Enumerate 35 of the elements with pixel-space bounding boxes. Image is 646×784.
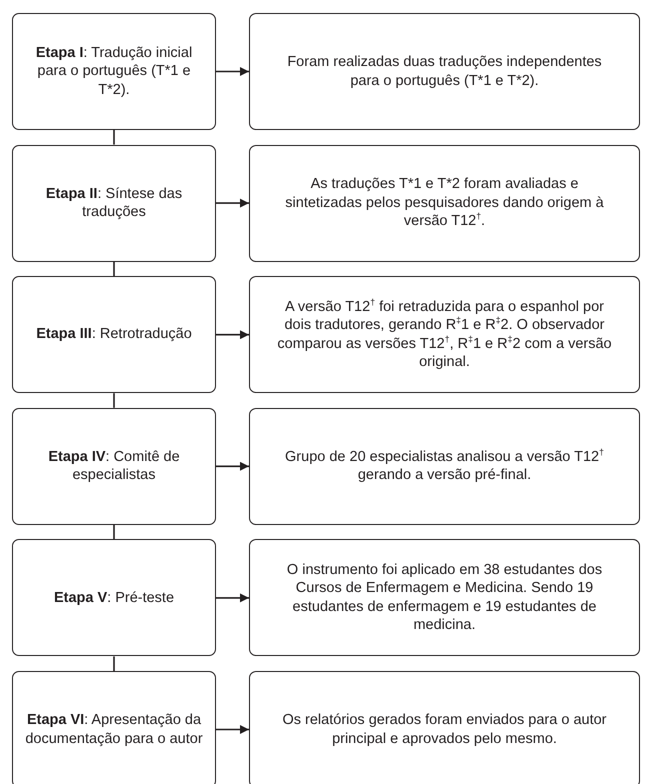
step-box: [12, 671, 216, 784]
arrow: [216, 198, 249, 208]
arrow: [216, 725, 249, 734]
step-box: [12, 408, 216, 525]
description-box: [249, 276, 640, 394]
description-text: O instrumento foi aplicado em 38 estudantes dos Cursos de Enfermagem e Medicina. Sendo 19 estudantes de enfermagem e 19 estudantes de medicina.: [286, 560, 604, 635]
arrow: [216, 462, 249, 471]
connector-line: [113, 130, 115, 145]
description-text: A versão T12$^{†}$ foi retraduzida para o espanhol por dois tradutores, gerando R$^{‡}$1 e R$^{‡}$2. O observador comparou as versões T12$^{†}$, R$^{‡}$1 e R$^{‡}$2 com a versão original.: [276, 298, 613, 372]
description-text: Grupo de 20 especialistas analisou a versão T12$^{†}$ gerando a versão pré-final.: [284, 448, 605, 485]
step-title: Etapa III: Retrotradução: [36, 325, 192, 344]
connector-line: [113, 524, 115, 540]
step-box: [12, 539, 216, 656]
description-box: [249, 13, 640, 130]
description-box: [249, 408, 640, 525]
arrow: [216, 593, 249, 602]
connector-line: [113, 656, 115, 671]
connector-line: [113, 393, 115, 408]
description-box: [249, 539, 640, 656]
step-title: Etapa II: Síntese das traduções: [44, 184, 184, 222]
connector-line: [113, 262, 115, 276]
step-title: Etapa V: Pré-teste: [54, 588, 174, 608]
step-title: Etapa VI: Apresentação da documentação para o autor: [24, 710, 204, 748]
description-text: As traduções T*1 e T*2 foram avaliadas e sintetizadas pelos pesquisadores dando origem à versão T12$^{†}$.: [284, 175, 605, 231]
step-box: [12, 13, 216, 130]
arrow: [216, 67, 249, 76]
description-box: [249, 144, 640, 262]
step-title: Etapa I: Tradução inicial para o português (T*1 e T*2).: [34, 44, 194, 100]
step-title: Etapa IV: Comitê de especialistas: [47, 448, 181, 485]
description-text: Foram realizadas duas traduções independentes para o português (T*1 e T*2).: [286, 52, 603, 90]
step-box: [12, 144, 216, 262]
arrow: [216, 330, 249, 340]
description-text: Os relatórios gerados foram enviados para o autor principal e aprovados pelo mesmo.: [281, 710, 608, 748]
description-box: [249, 671, 640, 784]
step-box: [12, 276, 216, 394]
